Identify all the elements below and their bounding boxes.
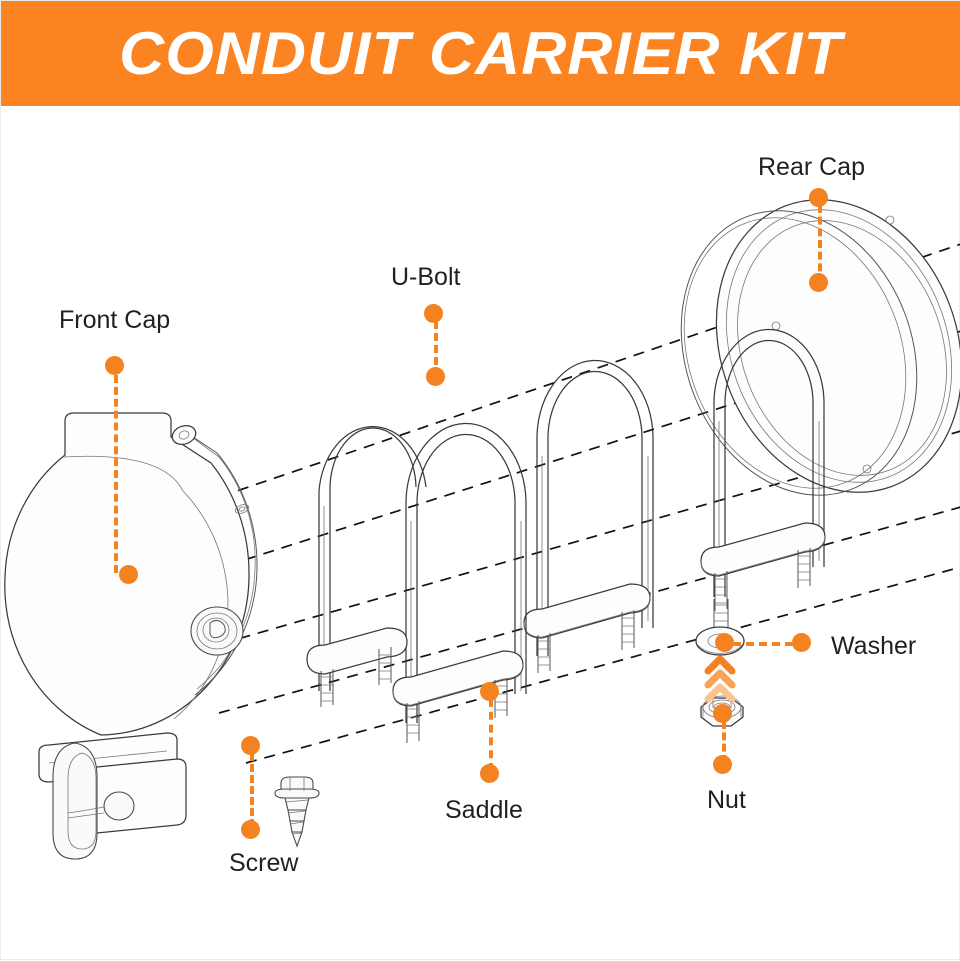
callout-dot-nut-anchor[interactable] bbox=[713, 704, 732, 723]
callout-label-washer: Washer bbox=[831, 632, 917, 660]
callout-label-screw: Screw bbox=[229, 849, 299, 877]
callout-leader-saddle bbox=[489, 699, 493, 771]
callout-leader-nut bbox=[722, 721, 726, 763]
screw-art bbox=[274, 776, 320, 848]
u-bolt-rear bbox=[700, 328, 826, 611]
callout-label-nut: Nut bbox=[707, 786, 746, 814]
callout-dot-u-bolt-anchor[interactable] bbox=[424, 304, 443, 323]
conduit-tube-guides bbox=[183, 243, 960, 764]
callout-leader-rear-cap bbox=[818, 205, 822, 283]
front-cap-art bbox=[4, 412, 258, 860]
callout-dot-front-cap-anchor[interactable] bbox=[105, 356, 124, 375]
callout-dot-rear-cap-anchor[interactable] bbox=[809, 188, 828, 207]
assembly-chevron-arrows bbox=[704, 655, 736, 703]
callout-leader-screw bbox=[250, 753, 254, 827]
callout-dot-front-cap-target[interactable] bbox=[119, 565, 138, 584]
callout-leader-u-bolt bbox=[434, 321, 438, 377]
callout-label-front-cap: Front Cap bbox=[59, 306, 171, 334]
callout-dot-rear-cap-target[interactable] bbox=[809, 273, 828, 292]
callout-dot-washer-anchor[interactable] bbox=[715, 633, 734, 652]
callout-dot-u-bolt-target[interactable] bbox=[426, 367, 445, 386]
stud-above-washer bbox=[713, 599, 729, 633]
u-bolt-frontmost bbox=[306, 425, 427, 707]
callout-leader-front-cap bbox=[114, 375, 118, 573]
callout-leader-washer bbox=[733, 642, 793, 646]
callout-dot-washer-target[interactable] bbox=[792, 633, 811, 652]
u-bolt-middle bbox=[523, 359, 654, 673]
callout-dot-saddle-target[interactable] bbox=[480, 764, 499, 783]
callout-dot-nut-target[interactable] bbox=[713, 755, 732, 774]
page-title: CONDUIT CARRIER KIT bbox=[119, 20, 843, 87]
callout-dot-screw-anchor[interactable] bbox=[241, 736, 260, 755]
rear-cap-art bbox=[680, 199, 960, 496]
callout-label-saddle: Saddle bbox=[445, 796, 523, 824]
callout-label-rear-cap: Rear Cap bbox=[758, 153, 865, 181]
header-banner: CONDUIT CARRIER KIT bbox=[1, 1, 960, 106]
callout-dot-screw-target[interactable] bbox=[241, 820, 260, 839]
u-bolt-front bbox=[392, 422, 527, 743]
callout-dot-saddle-anchor[interactable] bbox=[480, 682, 499, 701]
callout-label-u-bolt: U-Bolt bbox=[391, 263, 461, 291]
